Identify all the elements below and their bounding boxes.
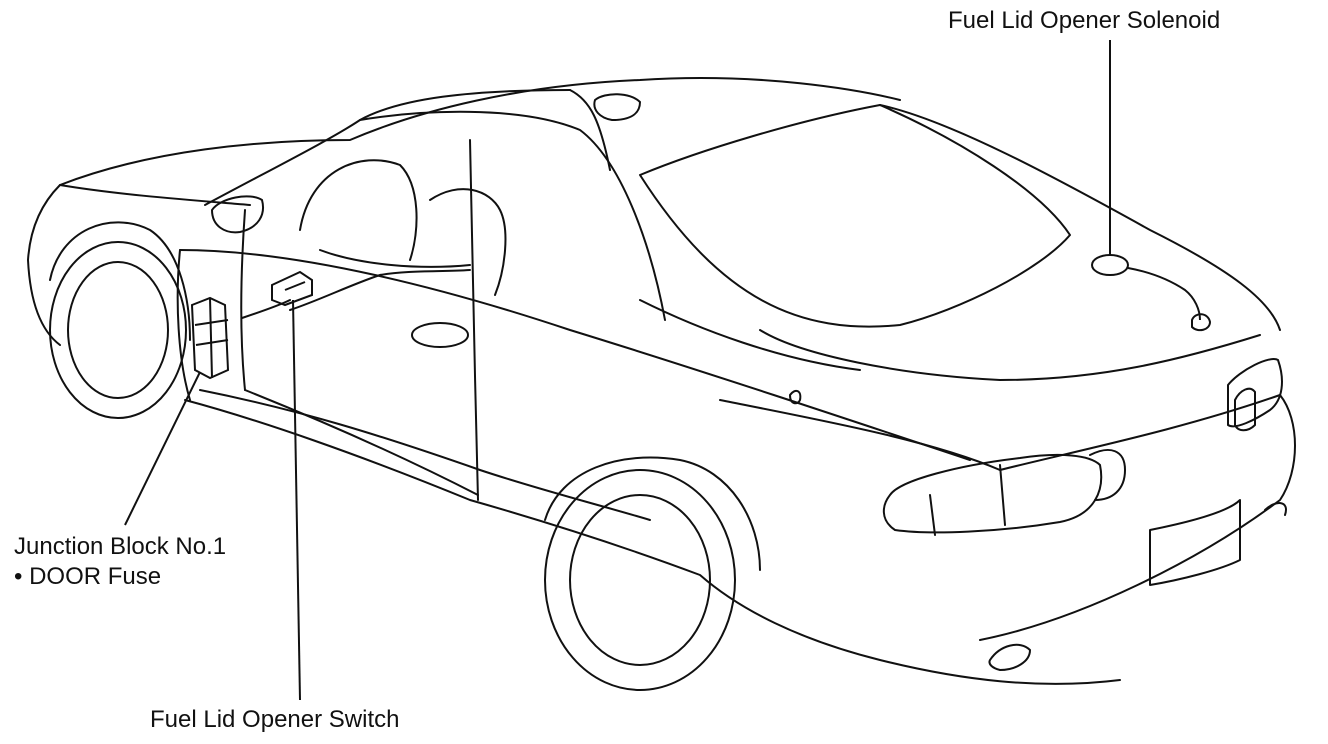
opener-switch — [272, 272, 312, 305]
opener-solenoid — [1092, 255, 1210, 330]
car-body — [28, 78, 1295, 690]
leader-junction-block — [125, 372, 200, 525]
door-fuse-label: • DOOR Fuse — [14, 563, 162, 590]
leader-lines — [125, 40, 1110, 700]
leader-switch — [293, 300, 300, 700]
junction-block-label: Junction Block No.1 — [14, 533, 227, 560]
switch-label: Fuel Lid Opener Switch — [150, 706, 400, 733]
solenoid-label: Fuel Lid Opener Solenoid — [948, 7, 1221, 34]
junction-block — [192, 298, 228, 378]
